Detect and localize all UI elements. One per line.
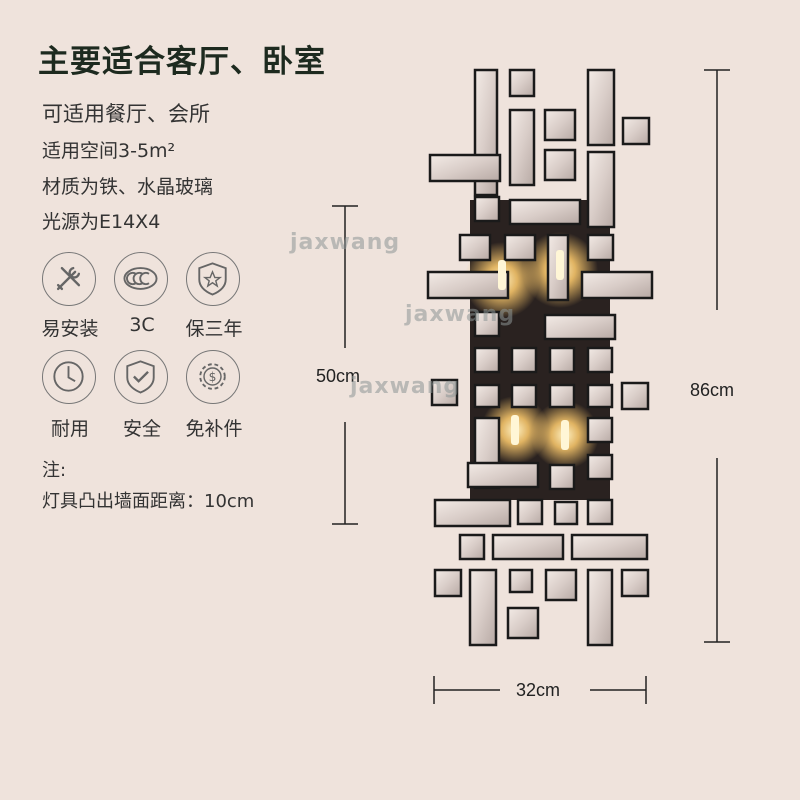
- gear-dollar-icon: $: [186, 350, 240, 404]
- note-heading: 注:: [42, 460, 67, 481]
- spec-material: 材质为铁、水晶玻璃: [42, 176, 214, 198]
- dimension-label-total-height: 86cm: [690, 380, 735, 400]
- spec-usage: 可适用餐厅、会所: [42, 102, 210, 126]
- dimension-label-body-height: 50cm: [316, 366, 361, 386]
- feature-label-durable: 耐用: [50, 418, 89, 440]
- watermark-3: jaxwang: [350, 374, 461, 399]
- watermark-2: jaxwang: [405, 302, 516, 327]
- shield-star-icon: [186, 252, 240, 306]
- dimension-label-width: 32cm: [516, 680, 561, 700]
- clock-icon: [42, 350, 96, 404]
- feature-label-easy-install: 易安装: [41, 318, 99, 340]
- feature-label-safe: 安全: [122, 418, 161, 440]
- tools-icon: [42, 252, 96, 306]
- spec-light-source: 光源为E14X4: [42, 211, 161, 233]
- crystal-wall-lamp-image: [426, 68, 654, 647]
- feature-label-no-parts: 免补件: [185, 418, 243, 440]
- spec-space: 适用空间3-5m²: [42, 140, 176, 162]
- note-projection: 灯具凸出墙面距离：10cm: [42, 491, 255, 512]
- ccc-certification-icon: [114, 252, 168, 306]
- page-title: 主要适合客厅、卧室: [38, 44, 326, 80]
- watermark-1: jaxwang: [290, 230, 401, 255]
- feature-label-warranty: 保三年: [185, 318, 243, 340]
- feature-label-3c: 3C: [129, 314, 155, 336]
- svg-text:$: $: [209, 370, 217, 384]
- shield-check-icon: [114, 350, 168, 404]
